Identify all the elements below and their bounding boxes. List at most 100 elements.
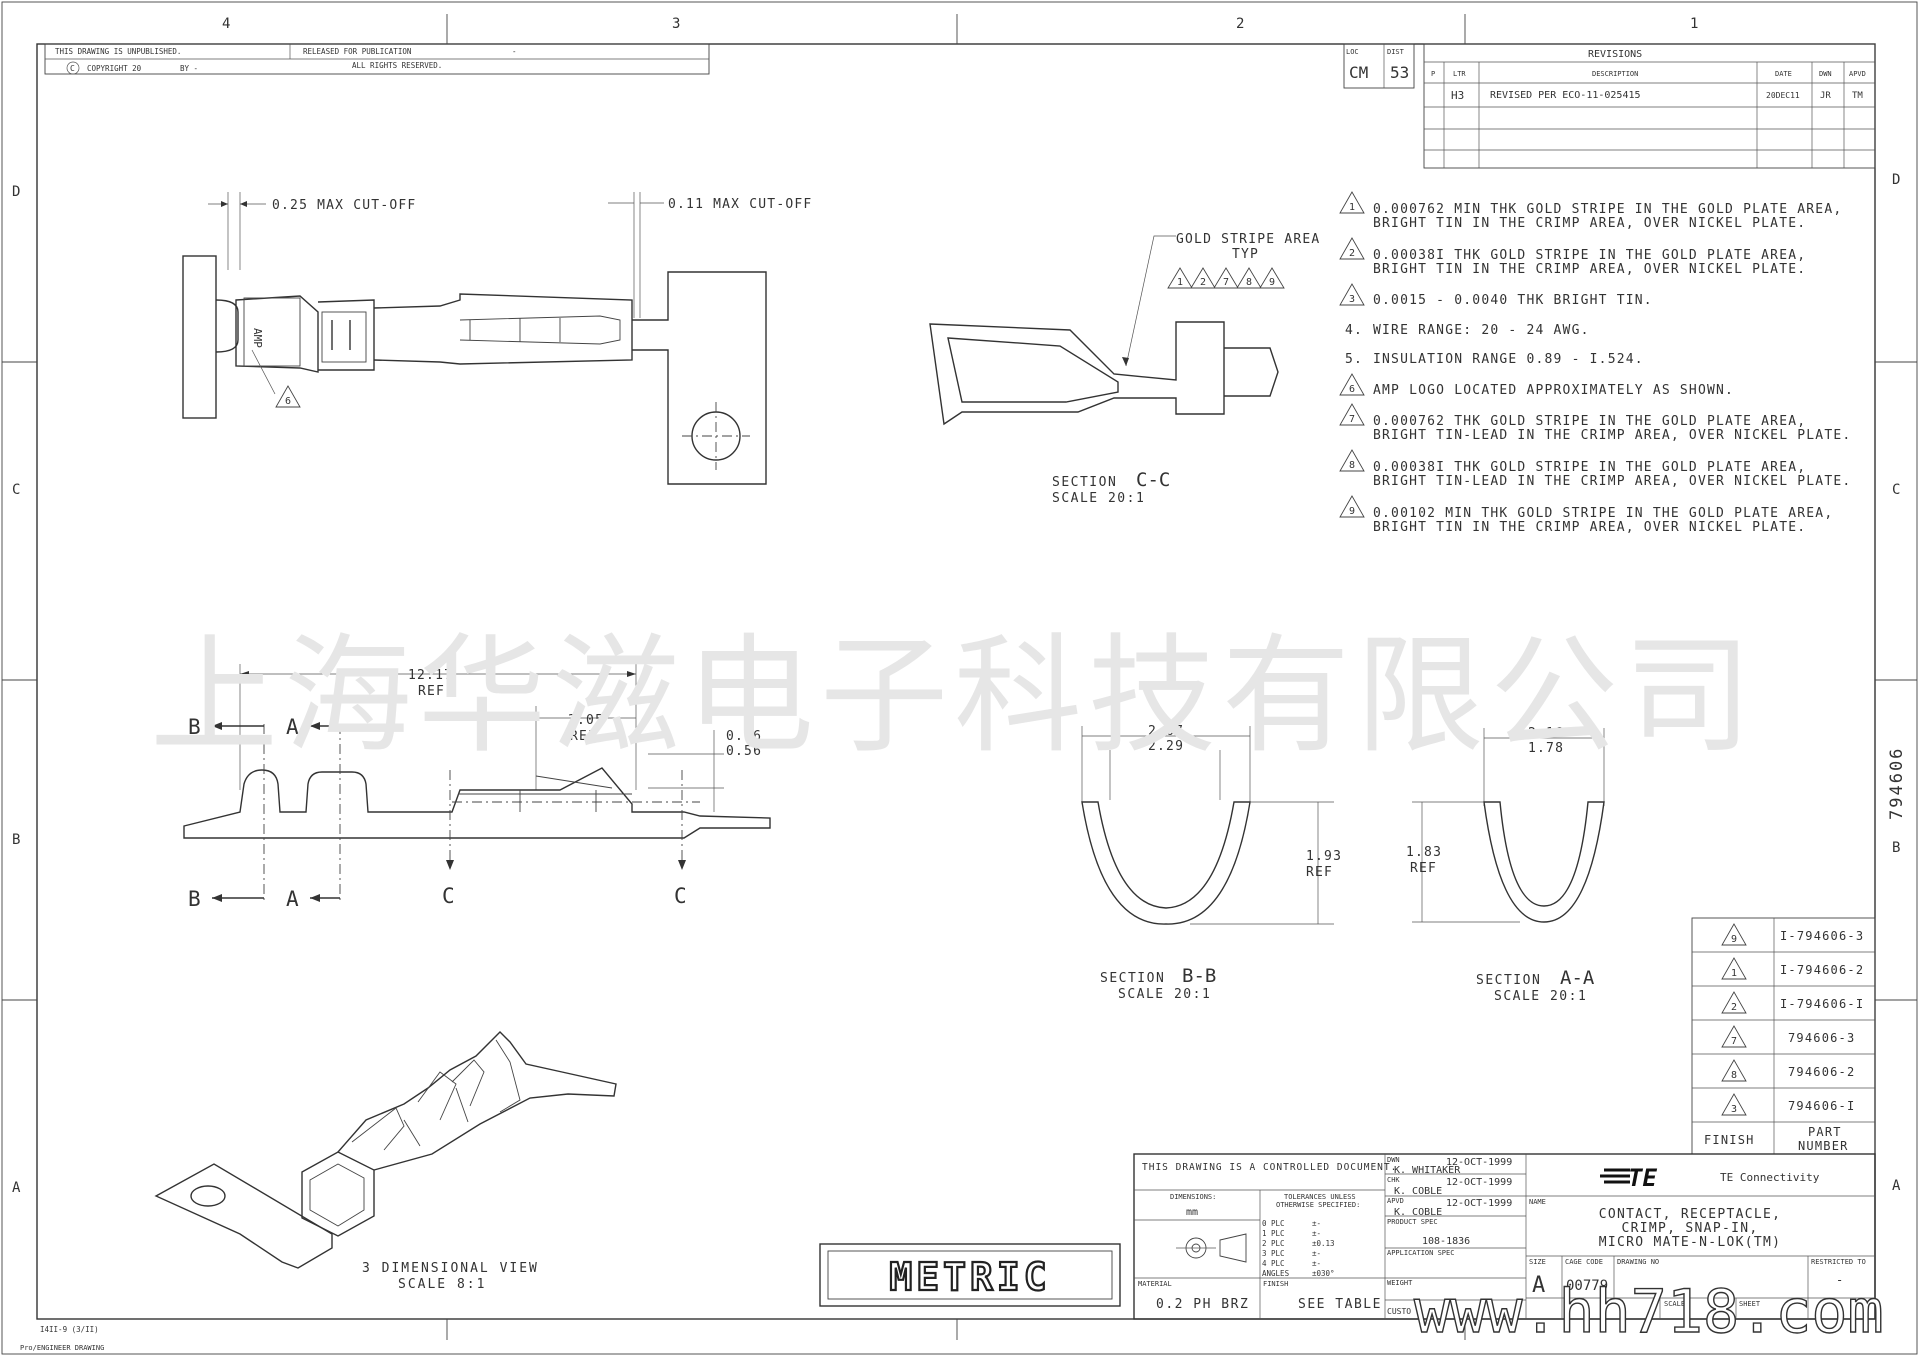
te-logo-text: TE (1628, 1164, 1657, 1192)
approved-by-name: K. COBLE (1394, 1207, 1442, 1218)
rev-header-date: DATE (1775, 70, 1792, 78)
gold-stripe-typ: TYP (1232, 247, 1259, 262)
note-2-flag: 2 (1349, 248, 1356, 259)
section-bb-scale: SCALE 20:1 (1118, 987, 1211, 1002)
section-bb-drawing: 2.67 2.29 1.93 REF SECTION B-B SCALE 20:… (1081, 724, 1341, 1002)
metric-stamp: METRIC (819, 1243, 1121, 1307)
flag-note-icon (1721, 991, 1747, 1014)
tol-1plc-value: ±- (1312, 1229, 1321, 1238)
loc-value: CM (1349, 63, 1368, 82)
zone-left-b: B (12, 832, 20, 848)
part-finish-table: 9 1 2 7 8 3 I-794606-3 I-794606-2 I-7946… (1691, 917, 1876, 1155)
size-label: SIZE (1529, 1258, 1546, 1266)
weight-label: WEIGHT (1387, 1279, 1413, 1287)
logo-callout-flag: 6 (285, 396, 291, 407)
part-number-row-5: 794606-2 (1788, 1065, 1855, 1079)
released-note: RELEASED FOR PUBLICATION (303, 47, 411, 56)
flag-note-icon (1339, 283, 1365, 306)
tol-2plc-value: ±0.13 (1312, 1239, 1335, 1248)
rev-row-description: REVISED PER ECO-11-025415 (1490, 90, 1641, 101)
part-number-row-3: I-794606-I (1780, 997, 1864, 1011)
rev-row-dwn: JR (1820, 91, 1831, 101)
zone-top-3: 3 (672, 16, 680, 32)
scale-label: SCALE (1664, 1300, 1685, 1308)
restricted-to-label: RESTRICTED TO (1811, 1258, 1866, 1266)
finish-flag-row-6: 3 (1731, 1104, 1737, 1115)
part-number-row-1: I-794606-3 (1780, 929, 1864, 943)
tol-3plc-key: 3 PLC (1262, 1249, 1285, 1258)
note-7-line-2: BRIGHT TIN-LEAD IN THE CRIMP AREA, OVER … (1373, 428, 1851, 443)
zone-right-d: D (1892, 172, 1900, 188)
product-spec-value: 108-1836 (1422, 1236, 1470, 1247)
cutoff-right-dim: 0.11 MAX CUT-OFF (668, 197, 812, 212)
checked-date: 12-OCT-1999 (1446, 1177, 1512, 1188)
cut-plane-b-bottom: B (188, 887, 201, 911)
unpublished-note: THIS DRAWING IS UNPUBLISHED. (55, 47, 181, 56)
drawn-date: 12-OCT-1999 (1446, 1157, 1512, 1168)
note-9-line-1: 0.00102 MIN THK GOLD STRIPE IN THE GOLD … (1373, 506, 1833, 521)
stripe-flag-8: 8 (1246, 277, 1252, 288)
released-value: - (512, 47, 517, 56)
section-aa-width-inner: 1.78 (1528, 741, 1564, 756)
note-3-line-1: 0.0015 - 0.0040 THK BRIGHT TIN. (1373, 293, 1653, 308)
zone-left-a: A (12, 1180, 21, 1196)
tol-3plc-value: ±- (1312, 1249, 1321, 1258)
publication-header: THIS DRAWING IS UNPUBLISHED. RELEASED FO… (44, 43, 710, 75)
flag-note-icon (1339, 373, 1365, 396)
tol-4plc-value: ±- (1312, 1259, 1321, 1268)
note-8-flag: 8 (1349, 460, 1356, 471)
application-spec-label: APPLICATION SPEC (1387, 1249, 1454, 1257)
section-bb-height-ref: REF (1306, 865, 1333, 880)
rev-row-apvd: TM (1852, 91, 1863, 101)
notes-list: 1 0.000762 MIN THK GOLD STRIPE IN THE GO… (1339, 191, 1851, 535)
mid-length-dim: 3.05 (568, 713, 604, 728)
dist-value: 53 (1390, 63, 1409, 82)
copyright-note: COPYRIGHT 20 (87, 64, 142, 73)
customer-label: CUSTO (1387, 1307, 1411, 1316)
stripe-flag-7: 7 (1223, 277, 1229, 288)
revisions-title: REVISIONS (1588, 49, 1642, 60)
height-dim-min: 0.56 (726, 744, 762, 759)
flag-note-icon (1213, 267, 1239, 289)
height-dim-max: 0.76 (726, 729, 762, 744)
part-number-header-1: PART (1808, 1125, 1842, 1139)
part-number-row-6: 794606-I (1788, 1099, 1855, 1113)
section-cc-letter: C-C (1136, 469, 1170, 491)
tol-angles-key: ANGLES (1262, 1269, 1290, 1278)
section-aa-height-ref: REF (1410, 861, 1437, 876)
note-1-flag: 1 (1349, 202, 1356, 213)
approved-date: 12-OCT-1999 (1446, 1198, 1512, 1209)
tolerances-label-1: TOLERANCES UNLESS (1284, 1193, 1356, 1201)
drawn-by-label: DWN (1387, 1156, 1400, 1164)
stripe-flag-1: 1 (1177, 277, 1183, 288)
third-angle-projection-icon (1176, 1233, 1247, 1263)
checked-by-name: K. COBLE (1394, 1186, 1442, 1197)
note-9-flag: 9 (1349, 506, 1356, 517)
flag-note-icon (1339, 191, 1365, 214)
size-value: A (1532, 1273, 1545, 1298)
cut-plane-a-bottom: A (286, 887, 299, 911)
note-2-line-1: 0.00038I THK GOLD STRIPE IN THE GOLD PLA… (1373, 248, 1806, 263)
approved-by-label: APVD (1387, 1197, 1404, 1205)
dimensions-label: DIMENSIONS: (1170, 1193, 1216, 1201)
section-bb-width-outer: 2.67 (1148, 724, 1184, 739)
tol-4plc-key: 4 PLC (1262, 1259, 1285, 1268)
zone-left-d: D (12, 184, 20, 200)
stripe-flag-9: 9 (1269, 277, 1275, 288)
tol-0plc-key: 0 PLC (1262, 1219, 1285, 1228)
section-aa-scale: SCALE 20:1 (1494, 989, 1587, 1004)
zone-right-a: A (1892, 1178, 1901, 1194)
zone-left-c: C (12, 482, 20, 498)
zone-labels: 4 3 2 1 D C B A D C B A (12, 16, 1901, 1196)
watermark-url: www.hh718.com (1414, 1277, 1884, 1347)
controlled-document-note: THIS DRAWING IS A CONTROLLED DOCUMENT. (1142, 1162, 1397, 1173)
section-aa-label: SECTION (1476, 973, 1541, 988)
finish-header: FINISH (1704, 1133, 1755, 1147)
part-number-row-2: I-794606-2 (1780, 963, 1864, 977)
rev-header-apvd: APVD (1849, 70, 1866, 78)
dist-label: DIST (1387, 48, 1405, 56)
copyright-by: BY - (180, 64, 198, 73)
section-aa-height: 1.83 (1406, 845, 1442, 860)
note-4-number: 4. (1345, 323, 1363, 338)
